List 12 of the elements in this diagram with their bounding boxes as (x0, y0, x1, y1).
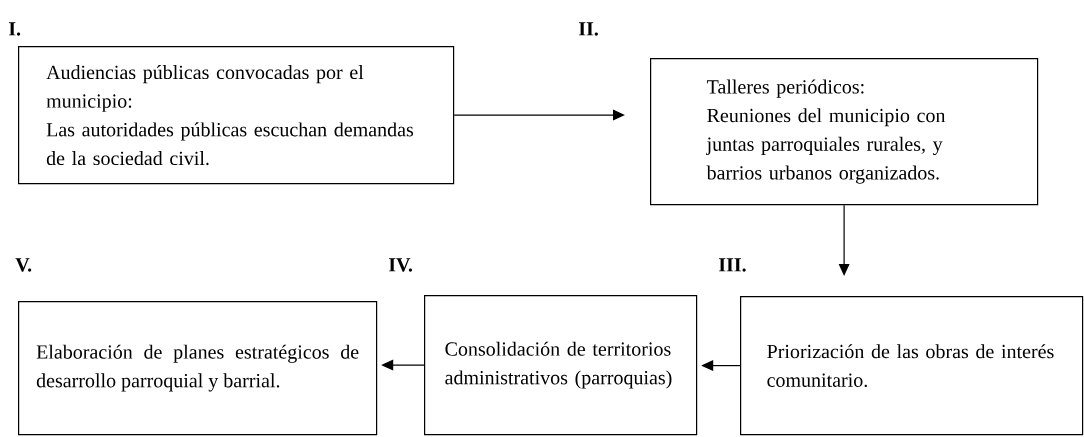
arrow (838, 204, 850, 276)
process-box: Elaboración de planes estratégicos de desarrollo parroquial y barrial. (18, 301, 378, 436)
step-number: II. (578, 22, 598, 36)
process-box: Talleres periódicos: Reuniones del municipio con juntas parroquiales rurales, y barrios urbanos organizados. (650, 58, 1039, 206)
step-number: III. (718, 258, 746, 272)
step-number: I. (8, 22, 21, 36)
process-box: Audiencias públicas convocadas por el municipio: Las autoridades públicas escuchan demandas de la sociedad civil. (18, 46, 455, 185)
arrow (453, 109, 625, 121)
step-number: IV. (388, 258, 413, 272)
process-box: Priorización de las obras de interés comunitario. (740, 296, 1084, 436)
step-number: V. (15, 258, 32, 272)
process-box: Consolidación de territorios administrativos (parroquias) (424, 295, 698, 436)
